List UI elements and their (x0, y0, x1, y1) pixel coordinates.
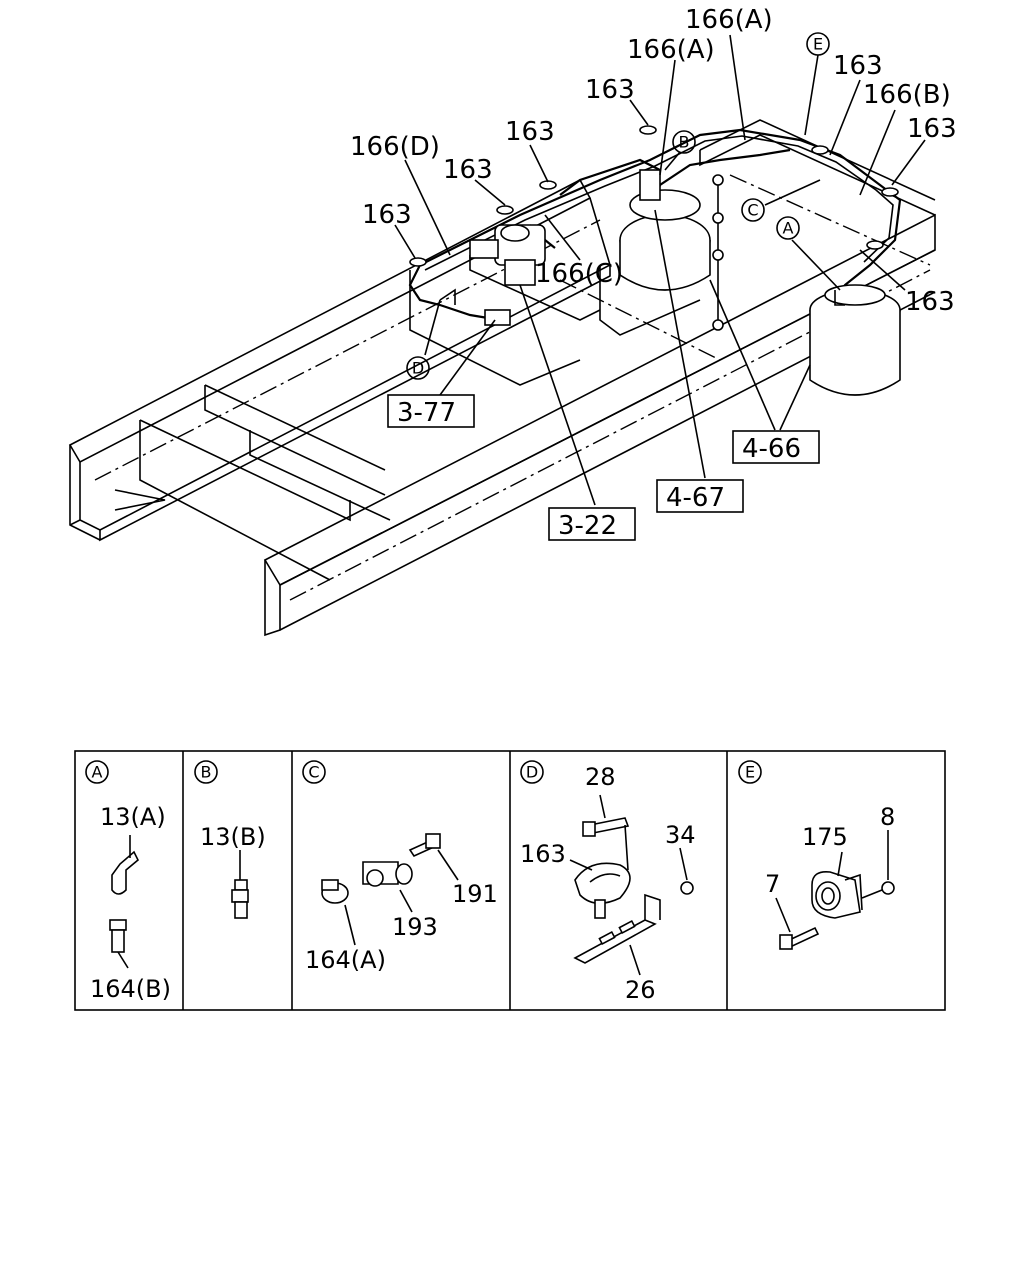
ref-3-77: 3-77 (397, 398, 456, 428)
small-valve-3-77 (439, 288, 511, 326)
valve-assembly (469, 224, 546, 286)
detail-c-mark: C (308, 763, 319, 782)
detail-e: E 175 8 7 (738, 760, 895, 950)
detail-d-163: 163 (520, 840, 566, 868)
callout-166b: 166(B) (863, 80, 951, 110)
detail-a-13a: 13(A) (100, 803, 166, 831)
callout-labels: 166(A) 166(A) 163 163 163 163 166(D) 166… (350, 5, 957, 317)
page-references: 3-77 3-22 4-67 4-66 (387, 394, 820, 541)
detail-a-mark: A (92, 763, 103, 782)
ref-4-66: 4-66 (742, 434, 801, 464)
pipe-clips-163 (409, 125, 899, 267)
detail-e-7: 7 (765, 870, 780, 898)
callout-163-a: 163 (585, 75, 635, 105)
reference-marks: E B C A D (406, 32, 830, 380)
mark-c: C (747, 201, 758, 220)
callout-163-f: 163 (907, 114, 957, 144)
detail-b-13b: 13(B) (200, 823, 266, 851)
callout-163-d: 163 (362, 200, 412, 230)
callout-163-c: 163 (443, 155, 493, 185)
detail-c-193: 193 (392, 913, 438, 941)
mark-e: E (813, 35, 823, 54)
detail-d-mark: D (526, 763, 538, 782)
callout-163-g: 163 (905, 287, 955, 317)
leader-lines (394, 34, 926, 506)
mark-d: D (412, 359, 424, 378)
detail-d-28: 28 (585, 763, 616, 791)
detail-e-175: 175 (802, 823, 848, 851)
callout-166a-top: 166(A) (685, 5, 773, 35)
detail-e-8: 8 (880, 803, 895, 831)
ref-3-22: 3-22 (558, 511, 617, 541)
mark-a: A (783, 219, 794, 238)
callout-166c: 166(C) (535, 259, 623, 289)
mark-b: B (679, 133, 690, 152)
detail-b-mark: B (201, 763, 212, 782)
detail-e-mark: E (745, 763, 755, 782)
detail-a: A 13(A) 164(B) (85, 760, 171, 1003)
detail-panel: A 13(A) 164(B) B 13(B) C (74, 750, 946, 1011)
callout-163-e: 163 (833, 51, 883, 81)
detail-c: C 164(A) 193 191 (302, 760, 498, 974)
callout-166d: 166(D) (350, 132, 440, 162)
air-tank-right (809, 284, 901, 396)
ref-4-67: 4-67 (666, 483, 725, 513)
detail-d: D 28 163 34 26 (520, 760, 696, 1004)
detail-c-164a: 164(A) (305, 946, 386, 974)
detail-d-26: 26 (625, 976, 656, 1004)
detail-c-191: 191 (452, 880, 498, 908)
air-tank-left (619, 169, 724, 331)
detail-a-164b: 164(B) (90, 975, 171, 1003)
callout-166a: 166(A) (627, 35, 715, 65)
chassis-frame (68, 119, 936, 637)
detail-b: B 13(B) (194, 760, 266, 919)
callout-163-b: 163 (505, 117, 555, 147)
detail-d-34: 34 (665, 821, 696, 849)
